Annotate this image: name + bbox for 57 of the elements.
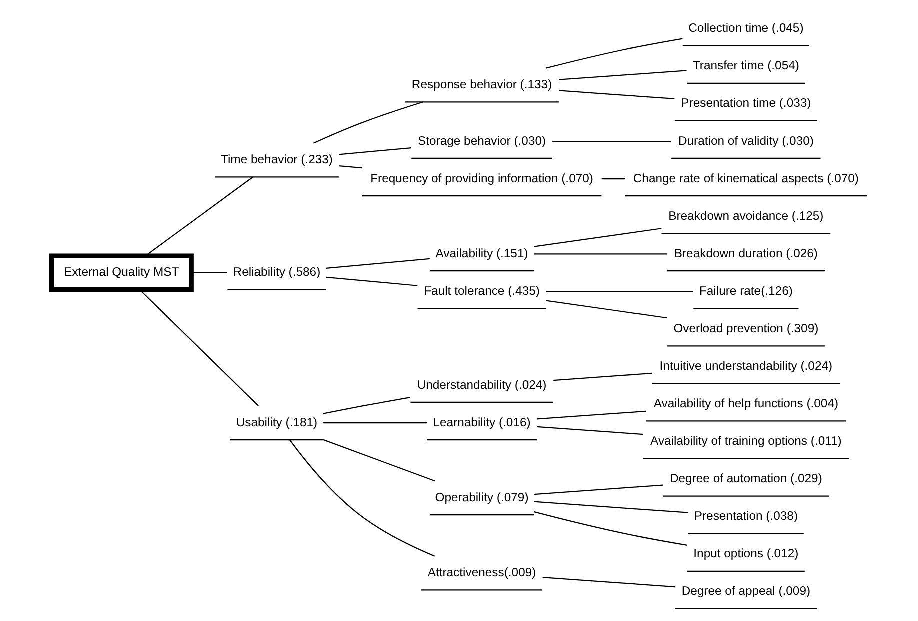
connector <box>326 276 418 286</box>
connector <box>145 176 253 256</box>
connector <box>558 90 674 100</box>
node-text: Availability of training options (.011) <box>650 434 842 448</box>
node-text: Change rate of kinematical aspects (.070) <box>632 171 858 186</box>
node-text: Breakdown avoidance (.125) <box>668 208 824 223</box>
node-text: Understandability (.024) <box>416 378 546 392</box>
node-text: Degree of automation (.029) <box>669 472 822 486</box>
node-text: Attractiveness(.009) <box>427 565 536 580</box>
connector <box>536 426 643 436</box>
node-text: Learnability (.016) <box>432 415 530 430</box>
connector <box>139 289 258 406</box>
node-text: Availability of help functions (.004) <box>653 396 838 411</box>
node-text: Overload prevention (.309) <box>673 321 818 336</box>
connector <box>552 141 671 142</box>
connector <box>289 440 434 557</box>
node-text: Usability (.181) <box>236 415 318 430</box>
node-text: Reliability (.586) <box>232 265 320 280</box>
node-box: External Quality MST <box>48 254 194 292</box>
node-text: Response behavior (.133) <box>411 77 552 92</box>
connector <box>338 147 411 156</box>
connector <box>312 102 423 144</box>
connector <box>546 300 667 319</box>
node-text: Time behavior (.233) <box>220 152 332 167</box>
connector <box>545 38 682 69</box>
node-text: Storage behavior (.030) <box>418 134 546 148</box>
connector <box>558 70 686 80</box>
connector <box>534 254 667 255</box>
node-text: Transfer time (.054) <box>692 58 799 73</box>
connector <box>326 258 430 270</box>
connector <box>534 228 662 248</box>
connector <box>553 372 652 382</box>
node-text: Collection time (.045) <box>688 21 804 36</box>
node-text: Availability (.151) <box>435 246 528 260</box>
connector <box>534 512 687 546</box>
connector <box>534 484 662 496</box>
connector <box>323 422 426 424</box>
connector <box>322 439 435 482</box>
connector <box>601 178 625 180</box>
connector <box>542 576 675 588</box>
node-text: Input options (.012) <box>693 546 798 561</box>
node-text: Frequency of providing information (.070) <box>370 171 593 186</box>
node-text: Failure rate(.126) <box>698 284 792 298</box>
node-text: Fault tolerance (.435) <box>424 284 540 298</box>
node-text: Presentation time (.033) <box>680 96 811 110</box>
node-text: Operability (.079) <box>434 490 528 504</box>
connector <box>536 410 646 420</box>
node-text: Duration of validity (.030) <box>678 134 814 148</box>
connector <box>546 291 693 292</box>
node-text: Intuitive understandability (.024) <box>659 358 832 373</box>
connector <box>191 272 227 274</box>
connector <box>322 397 410 414</box>
node-text: Degree of appeal (.009) <box>681 584 810 598</box>
connector <box>338 165 362 169</box>
node-text: Breakdown duration (.026) <box>674 246 818 260</box>
node-text: Presentation (.038) <box>694 509 798 524</box>
connector <box>534 501 688 514</box>
